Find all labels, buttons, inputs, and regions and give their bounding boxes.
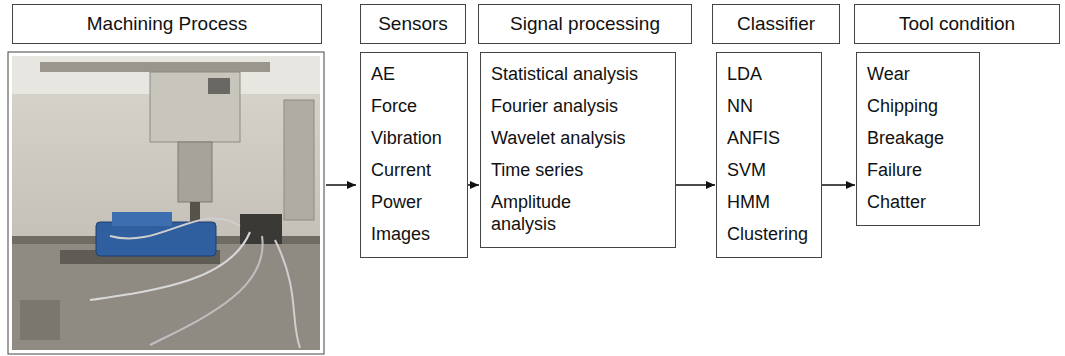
list-item: HMM <box>727 191 811 213</box>
list-item: Failure <box>867 159 969 181</box>
list-item: Wavelet analysis <box>491 127 641 149</box>
list-item: Force <box>371 95 457 117</box>
list-item: Time series <box>491 159 641 181</box>
list-item: Statistical analysis <box>491 63 641 85</box>
list-item: LDA <box>727 63 811 85</box>
photo-scene <box>12 56 320 350</box>
header-label: Signal processing <box>491 12 679 36</box>
stage-header: Classifier <box>712 4 840 44</box>
flow-arrow <box>326 184 356 186</box>
stage-header: Signal processing <box>478 4 692 44</box>
list-item: Chatter <box>867 191 969 213</box>
flow-arrow <box>822 184 855 186</box>
list-item: Amplitude analysis <box>491 191 641 235</box>
header-label: Machining Process <box>25 12 309 36</box>
photo-frame <box>8 52 324 354</box>
list-item: Breakage <box>867 127 969 149</box>
flow-arrow <box>676 184 715 186</box>
list-item: SVM <box>727 159 811 181</box>
list-box: LDA NN ANFIS SVM HMM Clustering <box>716 52 822 258</box>
list-item: Current <box>371 159 457 181</box>
stage-header: Tool condition <box>854 4 1060 44</box>
list-item: ANFIS <box>727 127 811 149</box>
list-item: AE <box>371 63 457 85</box>
list-item: Wear <box>867 63 969 85</box>
list-box: WearChippingBreakageFailureChatter <box>856 52 980 226</box>
header-label: Tool condition <box>867 12 1047 36</box>
list-item: Clustering <box>727 223 811 245</box>
list-item: Power <box>371 191 457 213</box>
list-item: Images <box>371 223 457 245</box>
list-item: Chipping <box>867 95 969 117</box>
stage-header: Sensors <box>360 4 466 44</box>
list-box: AE ForceVibrationCurrentPowerImages <box>360 52 468 258</box>
list-item: Vibration <box>371 127 457 149</box>
header-label: Sensors <box>373 12 453 36</box>
list-item: Fourier analysis <box>491 95 641 117</box>
list-item: NN <box>727 95 811 117</box>
header-label: Classifier <box>725 12 827 36</box>
flow-arrow <box>468 184 479 186</box>
stage-header: Machining Process <box>12 4 322 44</box>
list-box: Statistical analysisFourier analysisWave… <box>480 52 676 248</box>
